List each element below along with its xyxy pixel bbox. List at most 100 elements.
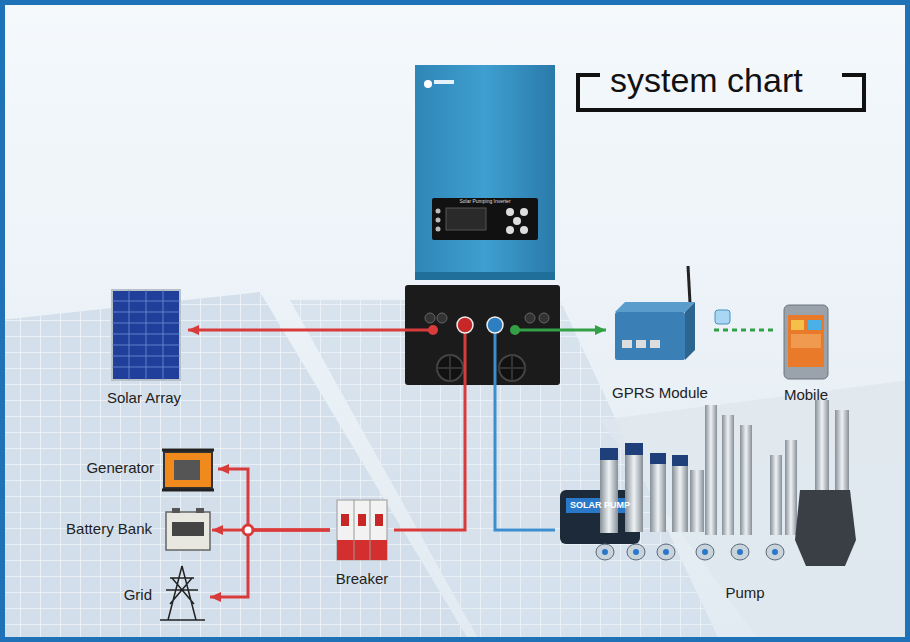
inverter-illustration-part xyxy=(506,208,514,216)
inverter-illustration-part xyxy=(520,226,528,234)
connector-line xyxy=(188,329,405,332)
solar-panel-icon-part xyxy=(112,290,180,380)
gprs-module-icon-part xyxy=(615,312,685,360)
breaker-icon-part xyxy=(337,500,387,560)
pump-range-illustration-part xyxy=(731,544,749,560)
battery-icon-part xyxy=(196,508,204,513)
pylon-icon xyxy=(160,566,205,620)
pump-range-illustration-part xyxy=(602,549,608,555)
generator-icon-part xyxy=(162,450,214,490)
solar-array-node: Solar Array xyxy=(100,286,188,408)
gprs-module-icon-part xyxy=(636,340,646,348)
pump-range-illustration-part xyxy=(650,460,666,532)
inverter-box: Solar Pumping Inverter xyxy=(405,62,561,386)
connector-line xyxy=(210,530,330,597)
inverter-illustration-part xyxy=(464,333,467,386)
pump-range-illustration-part xyxy=(705,405,717,535)
pump-range-illustration-part xyxy=(795,490,856,566)
inverter-illustration-part xyxy=(539,313,549,323)
mobile-icon-part xyxy=(788,315,824,367)
mobile-icon-part xyxy=(784,305,828,379)
mobile-icon xyxy=(784,305,828,379)
inverter-illustration-part xyxy=(437,313,447,323)
node-label: Generator xyxy=(66,459,154,476)
breaker-icon-part xyxy=(375,514,383,526)
product-label: SOLAR PUMP xyxy=(570,500,630,510)
generator-icon xyxy=(162,450,214,490)
background-part xyxy=(600,380,910,642)
connector-line xyxy=(561,329,606,332)
pump-range-illustration-part xyxy=(785,440,797,535)
pump-range-illustration-part xyxy=(600,448,618,460)
connector-line xyxy=(394,386,465,530)
inverter-illustration-part xyxy=(457,317,473,333)
pump-range-illustration-part xyxy=(657,544,675,560)
inverter-illustration-part xyxy=(434,80,454,84)
junction-dot xyxy=(243,525,253,535)
battery-icon-part xyxy=(172,508,180,513)
grid-node: Grid xyxy=(116,563,210,623)
gprs-module-icon-part xyxy=(650,340,660,348)
battery-icon xyxy=(166,508,210,550)
inverter-illustration-part xyxy=(432,198,538,240)
solar-panel-icon xyxy=(112,290,180,380)
gprs-module-icon-part xyxy=(685,302,695,360)
connector-line xyxy=(218,469,330,530)
node-label: GPRS Module xyxy=(606,384,714,401)
inverter-illustration-part xyxy=(520,208,528,216)
breaker-icon-part xyxy=(341,514,349,526)
pump-range-illustration-part xyxy=(596,544,614,560)
gprs-module-node: GPRS Module xyxy=(606,262,714,402)
gprs-module-icon-part xyxy=(615,302,695,312)
pump-range-illustration-part xyxy=(772,549,778,555)
inverter-illustration-part xyxy=(515,329,561,332)
inverter-illustration-part xyxy=(415,65,555,280)
mobile-icon-part xyxy=(791,334,821,348)
pump-range-illustration-part xyxy=(672,455,688,466)
mobile-icon-part xyxy=(808,320,821,330)
page-frame xyxy=(3,3,908,640)
pump-range-illustration-part xyxy=(696,544,714,560)
inverter-illustration-part xyxy=(424,80,432,88)
node-label: Grid xyxy=(116,586,152,603)
pump-range-illustration-part xyxy=(600,455,618,533)
generator-node: Generator xyxy=(66,448,218,490)
breaker-icon-part xyxy=(358,514,366,526)
node-label: Solar Pumping Inverter xyxy=(432,199,538,205)
inverter-illustration-part xyxy=(436,218,441,223)
pump-range-illustration-part xyxy=(625,450,643,532)
inverter-illustration-part xyxy=(487,317,503,333)
pump-range-illustration-part xyxy=(740,425,752,535)
inverter-illustration-part xyxy=(425,313,435,323)
gprs-module-icon-part xyxy=(688,266,690,303)
battery-bank-node: Battery Bank xyxy=(50,508,212,552)
node-label: Solar Array xyxy=(100,389,188,406)
generator-icon-part xyxy=(164,452,212,488)
inverter-illustration-part xyxy=(506,226,514,234)
inverter-illustration-part xyxy=(513,217,521,225)
diagram-title: system chart xyxy=(610,61,803,100)
pylon-icon-part xyxy=(160,566,205,620)
mobile-icon-part xyxy=(791,320,804,330)
breaker-icon-part xyxy=(337,540,387,560)
inverter-illustration-part xyxy=(437,355,525,381)
node-label: Battery Bank xyxy=(50,520,152,537)
node-label: Pump xyxy=(695,584,795,601)
inverter-illustration-part xyxy=(436,209,441,214)
pump-range-illustration-part xyxy=(702,549,708,555)
battery-icon-part xyxy=(166,512,210,550)
inverter-illustration-part xyxy=(428,325,438,335)
breaker-icon-part xyxy=(354,500,370,560)
breaker-icon xyxy=(337,500,387,560)
pump-range-illustration-part xyxy=(770,455,782,535)
pump-range-illustration-part xyxy=(737,549,743,555)
pump-range-illustration-part xyxy=(690,470,704,532)
generator-icon-part xyxy=(174,460,200,480)
pump-range-illustration-part xyxy=(663,549,669,555)
inverter-illustration-part xyxy=(525,313,535,323)
pump-range-illustration-part xyxy=(672,462,688,532)
inverter-illustration-part xyxy=(494,333,497,386)
pump-range-illustration-part xyxy=(722,415,734,535)
pump-range-illustration xyxy=(560,400,856,566)
